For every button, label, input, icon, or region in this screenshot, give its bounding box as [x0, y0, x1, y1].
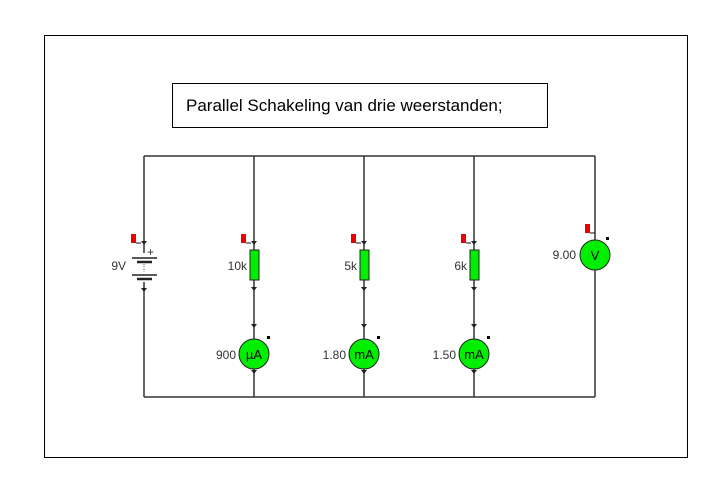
ammeter-unit-3: mA	[464, 347, 484, 362]
resistor-3	[469, 249, 480, 281]
diagram-frame	[44, 35, 688, 458]
voltmeter-probe	[585, 224, 590, 233]
battery-probe	[131, 234, 136, 243]
ammeter-unit-2: mA	[354, 347, 374, 362]
terminal-arrow	[361, 241, 367, 245]
ammeter-dot-2	[377, 336, 380, 339]
terminal-arrow	[251, 241, 257, 245]
ammeter-3	[458, 338, 490, 370]
resistor-label-2: 5k	[344, 259, 358, 273]
ammeter-2	[348, 338, 380, 370]
voltmeter	[579, 239, 611, 271]
ammeter-reading-3: 1.50	[433, 348, 457, 362]
ammeter-dot-3	[487, 336, 490, 339]
resistor-label-3: 6k	[454, 259, 468, 273]
diagram-title: Parallel Schakeling van drie weerstanden…	[172, 83, 548, 128]
ammeter-1	[238, 338, 270, 370]
terminal-arrow	[251, 370, 257, 374]
voltmeter-dot	[606, 237, 609, 240]
terminal-arrow	[471, 370, 477, 374]
terminal-arrow	[361, 287, 367, 291]
resistor-1	[249, 249, 260, 281]
terminal-arrow	[141, 241, 147, 245]
resistor-probe-2	[351, 234, 356, 243]
ammeter-reading-1: 900	[216, 348, 236, 362]
ammeter-reading-2: 1.80	[323, 348, 347, 362]
terminal-arrow	[361, 370, 367, 374]
resistor-2	[359, 249, 370, 281]
resistor-probe-3	[461, 234, 466, 243]
terminal-arrow	[251, 287, 257, 291]
terminal-arrow	[471, 287, 477, 291]
resistor-probe-1	[241, 234, 246, 243]
terminal-arrow	[471, 324, 477, 328]
terminal-arrow	[141, 288, 147, 292]
ammeter-unit-1: µA	[246, 347, 262, 362]
terminal-arrow	[251, 324, 257, 328]
battery-plus-label: +	[147, 245, 154, 259]
voltmeter-reading: 9.00	[553, 248, 577, 262]
terminal-arrow	[471, 241, 477, 245]
resistor-label-1: 10k	[228, 259, 248, 273]
terminal-arrow	[361, 324, 367, 328]
battery-voltage-label: 9V	[111, 259, 126, 273]
ammeter-dot-1	[267, 336, 270, 339]
voltmeter-unit: V	[591, 248, 600, 263]
